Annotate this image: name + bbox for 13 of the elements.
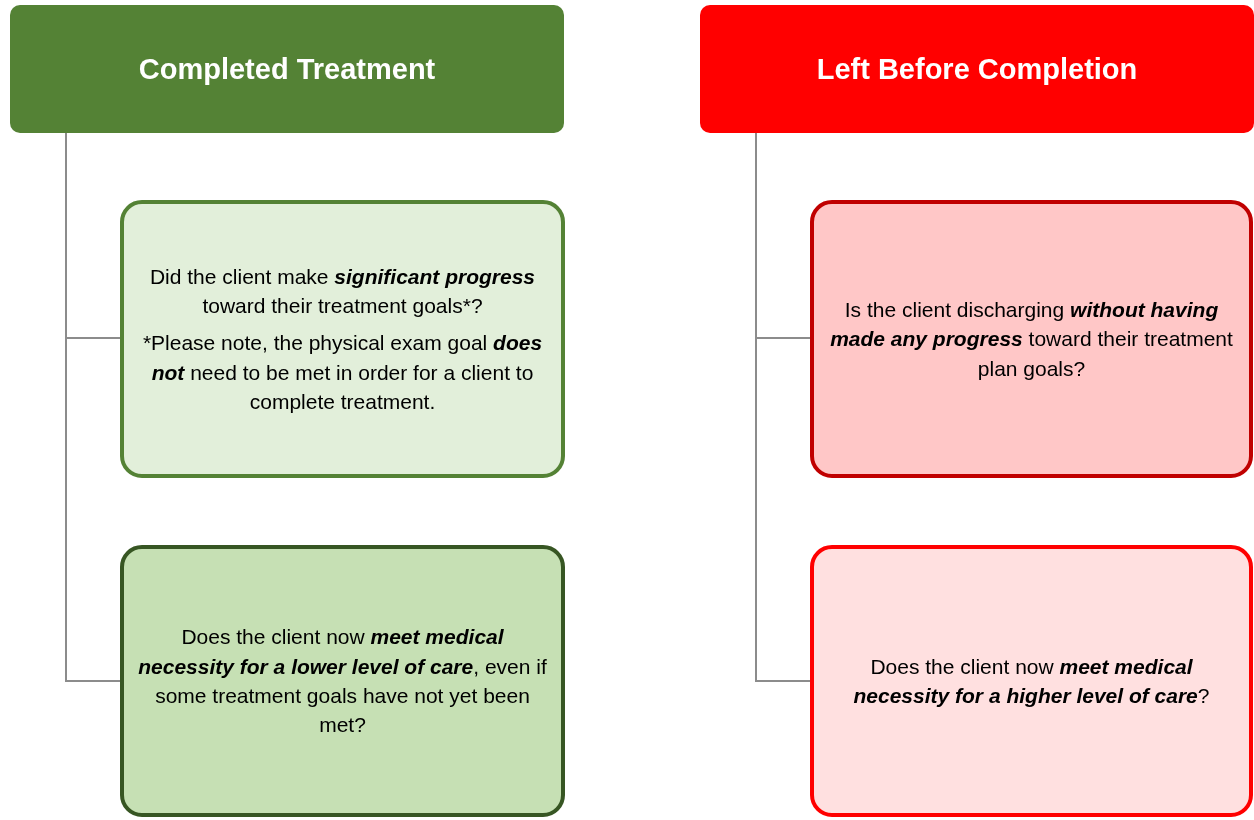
question-box — [810, 200, 1253, 478]
question-text: Does the client now meet medical necessity for a higher level of care? — [852, 653, 1211, 709]
header-box — [10, 5, 564, 133]
question-text: Does the client now meet medical necessity for a lower level of care, even if some treatment goals have not yet been met? — [138, 624, 547, 739]
header-box — [700, 5, 1254, 133]
question-text: Is the client discharging without having made any progress toward their treatment plan goals? — [829, 296, 1234, 382]
question-box — [120, 200, 565, 478]
header-title: Left Before Completion — [816, 52, 1138, 86]
question-text: Did the client make significant progress toward their treatment goals*? — [148, 263, 537, 319]
question-box — [810, 545, 1253, 817]
footnote-text: *Please note, the physical exam goal does not need to be met in order for a client to complete treatment. — [141, 330, 544, 416]
header-title: Completed Treatment — [138, 52, 436, 86]
question-box — [120, 545, 565, 817]
